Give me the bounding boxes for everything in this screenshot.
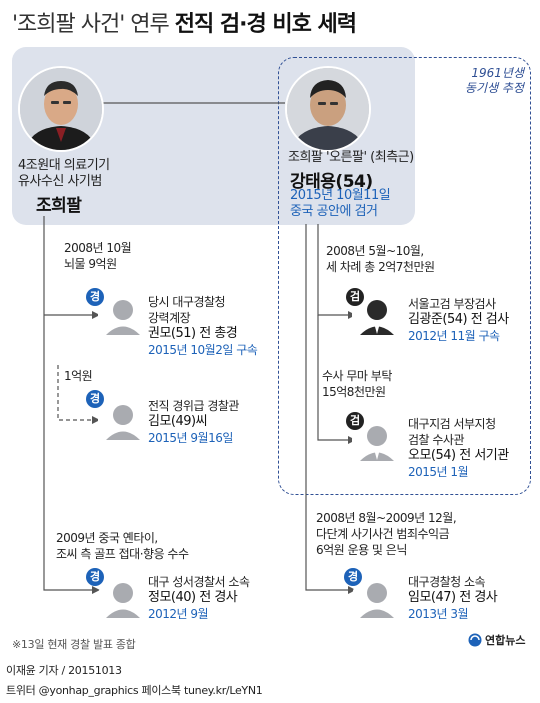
cho-photo xyxy=(18,66,104,152)
yonhap-logo-icon xyxy=(468,633,482,647)
source-note: ※13일 현재 경찰 발표 종합 xyxy=(12,638,136,651)
person-oh-info: 대구지검 서부지청 검찰 수사관 오모(54) 전 서기관 2015년 1월 xyxy=(408,417,509,479)
police-badge-icon: 경 xyxy=(86,288,104,306)
left-event-3: 2009년 중국 옌타이, 조씨 측 골프 접대·향응 수수 xyxy=(56,531,189,561)
person-lim-info: 대구경찰청 소속 임모(47) 전 경사 2013년 3월 xyxy=(408,575,498,621)
same-age-group-outline xyxy=(278,57,531,495)
birth-year-note: 1961년생 동기생 추정 xyxy=(464,66,524,95)
cho-description: 4조원대 의료기기 유사수신 사기범 xyxy=(18,158,110,189)
left-event-2: 1억원 xyxy=(64,369,93,383)
right-event-3: 2008년 8월~2009년 12월, 다단계 사기사건 범죄수익금 6억원 운… xyxy=(316,511,457,557)
right-event-2: 수사 무마 부탁 15억8천만원 xyxy=(322,369,392,399)
person-kimkwangjun-info: 서울고검 부장검사 김광준(54) 전 검사 2012년 11월 구속 xyxy=(408,297,509,343)
person-jeong-info: 대구 성서경찰서 소속 정모(40) 전 경사 2012년 9월 xyxy=(148,575,250,621)
credit: 이재윤 기자 / 20151013 xyxy=(6,664,122,677)
prosecutor-badge-icon: 검 xyxy=(346,288,364,306)
kang-status: 2015년 10월11일 중국 공안에 검거 xyxy=(290,188,391,219)
police-badge-icon: 경 xyxy=(86,390,104,408)
police-badge-icon: 경 xyxy=(344,568,362,586)
social-links: 트위터 @yonhap_graphics 페이스북 tuney.kr/LeYN1 xyxy=(6,684,263,697)
person-kim-info: 전직 경위급 경찰관 김모(49)씨 2015년 9월16일 xyxy=(148,399,239,445)
prosecutor-badge-icon: 검 xyxy=(346,412,364,430)
person-kwon-avatar xyxy=(98,290,148,340)
page-title: '조희팔 사건' 연루 전직 검·경 비호 세력 xyxy=(12,12,357,37)
person-oh-avatar xyxy=(352,416,402,466)
kang-photo xyxy=(285,66,371,152)
person-kim-avatar xyxy=(98,395,148,445)
person-jeong-avatar xyxy=(98,573,148,623)
yonhap-logo: 연합뉴스 xyxy=(468,632,525,648)
right-event-1: 2008년 5월~10월, 세 차례 총 2억7천만원 xyxy=(326,244,435,274)
kang-name: 강태용(54) xyxy=(290,172,373,192)
kang-description: 조희팔 '오른팔' (최측근) xyxy=(288,150,414,165)
person-kwon-info: 당시 대구경찰청 강력계장 권모(51) 전 총경 2015년 10월2일 구속 xyxy=(148,295,258,357)
cho-name: 조희팔 xyxy=(36,196,82,216)
police-badge-icon: 경 xyxy=(86,568,104,586)
left-event-1: 2008년 10월 뇌물 9억원 xyxy=(64,241,132,271)
